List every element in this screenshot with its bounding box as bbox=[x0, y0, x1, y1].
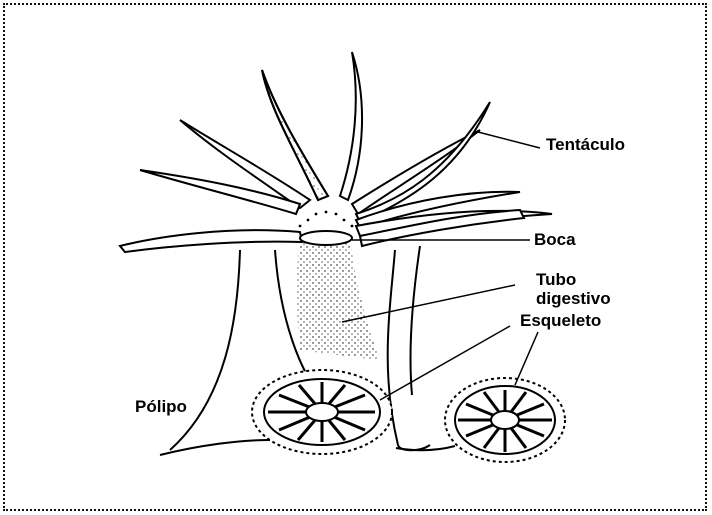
tentacles bbox=[140, 52, 552, 236]
skeleton-left bbox=[252, 370, 392, 454]
label-polipo: Pólipo bbox=[135, 398, 187, 415]
label-tubo-line2: digestivo bbox=[536, 290, 611, 307]
skeleton-right bbox=[445, 378, 565, 462]
mouth-radial-dots bbox=[299, 211, 354, 228]
leader-tentaculo bbox=[478, 132, 540, 148]
leader-tubo bbox=[342, 285, 515, 322]
leader-esqueleto-right bbox=[515, 332, 538, 385]
label-tentaculo: Tentáculo bbox=[546, 136, 625, 153]
label-boca: Boca bbox=[534, 231, 576, 248]
label-tubo-line1: Tubo bbox=[536, 271, 576, 288]
digestive-tube bbox=[297, 236, 380, 360]
oral-disc-left bbox=[120, 230, 302, 252]
mouth bbox=[300, 231, 352, 245]
label-esqueleto: Esqueleto bbox=[520, 312, 601, 329]
